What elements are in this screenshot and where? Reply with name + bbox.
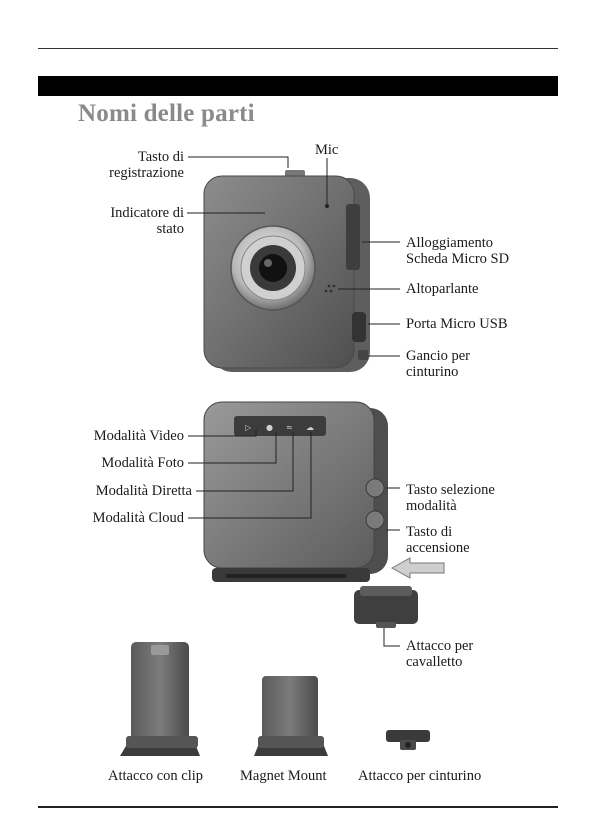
mode-indicator-panel xyxy=(234,416,326,436)
label-sd-slot: Alloggiamento Scheda Micro SD xyxy=(406,235,509,267)
video-mode-icon: ▷ xyxy=(245,423,252,432)
section-title: Nomi delle parti xyxy=(78,100,255,127)
label-status-indicator-line1: Indicatore di xyxy=(110,205,184,221)
label-tripod-mount-line1: Attacco per xyxy=(406,638,474,654)
label-status-indicator: Indicatore di stato xyxy=(76,205,184,237)
sd-slot-shape xyxy=(346,204,360,270)
header-bar xyxy=(38,76,558,96)
caption-clip-mount: Attacco con clip xyxy=(108,768,204,784)
camera-front xyxy=(203,170,370,372)
power-button xyxy=(365,510,385,530)
mode-select-button xyxy=(365,478,385,498)
tripod-mount xyxy=(354,586,418,628)
label-sd-slot-line2: Scheda Micro SD xyxy=(406,251,510,267)
label-tripod-mount-line2: cavalletto xyxy=(406,654,463,670)
label-live-mode: Modalità Diretta xyxy=(95,483,192,499)
label-mode-select: Tasto selezione modalità xyxy=(406,482,495,514)
strap-mount xyxy=(386,730,430,750)
label-photo-mode: Modalità Foto xyxy=(101,455,184,471)
back-leader-lines xyxy=(188,430,400,531)
caption-strap-mount: Attacco per cinturino xyxy=(358,768,482,784)
label-power-button: Tasto di accensione xyxy=(406,524,470,556)
tripod-leader-line xyxy=(383,628,400,647)
caption-magnet-mount: Magnet Mount xyxy=(240,768,327,784)
strap-hook-shape xyxy=(358,350,368,360)
slide-arrow-icon xyxy=(390,557,445,579)
cloud-mode-icon: ☁ xyxy=(306,423,314,432)
label-mic: Mic xyxy=(315,142,339,158)
label-speaker: Altoparlante xyxy=(406,281,479,297)
mic-hole xyxy=(325,204,329,208)
bottom-rule xyxy=(38,806,558,808)
label-power-button-line1: Tasto di xyxy=(406,524,453,540)
label-record-button-line2: registrazione xyxy=(109,165,184,181)
label-strap-hook-line1: Gancio per xyxy=(406,348,471,364)
label-mode-select-line1: Tasto selezione xyxy=(406,482,495,498)
label-usb-port: Porta Micro USB xyxy=(406,316,508,332)
usb-port-shape xyxy=(352,312,366,342)
label-strap-hook: Gancio per cinturino xyxy=(406,348,470,380)
front-leader-lines xyxy=(187,156,400,357)
live-mode-icon: ≈ xyxy=(286,423,293,432)
label-status-indicator-line2: stato xyxy=(156,221,184,237)
speaker-holes xyxy=(324,284,336,293)
label-sd-slot-line1: Alloggiamento xyxy=(406,235,493,251)
photo-mode-icon: ● xyxy=(266,423,273,432)
magnet-mount xyxy=(254,676,328,756)
lens-icon xyxy=(259,254,287,282)
label-record-button: Tasto di registrazione xyxy=(76,149,184,181)
top-rule xyxy=(38,48,558,49)
label-record-button-line1: Tasto di xyxy=(137,149,184,165)
label-mode-select-line2: modalità xyxy=(406,498,457,514)
label-tripod-mount: Attacco per cavalletto xyxy=(406,638,473,670)
label-strap-hook-line2: cinturino xyxy=(406,364,459,380)
label-power-button-line2: accensione xyxy=(406,540,470,556)
label-video-mode: Modalità Video xyxy=(93,428,184,444)
camera-back: ▷ ● ≈ ☁ xyxy=(203,401,388,582)
clip-mount xyxy=(120,642,200,756)
label-cloud-mode: Modalità Cloud xyxy=(92,510,184,526)
